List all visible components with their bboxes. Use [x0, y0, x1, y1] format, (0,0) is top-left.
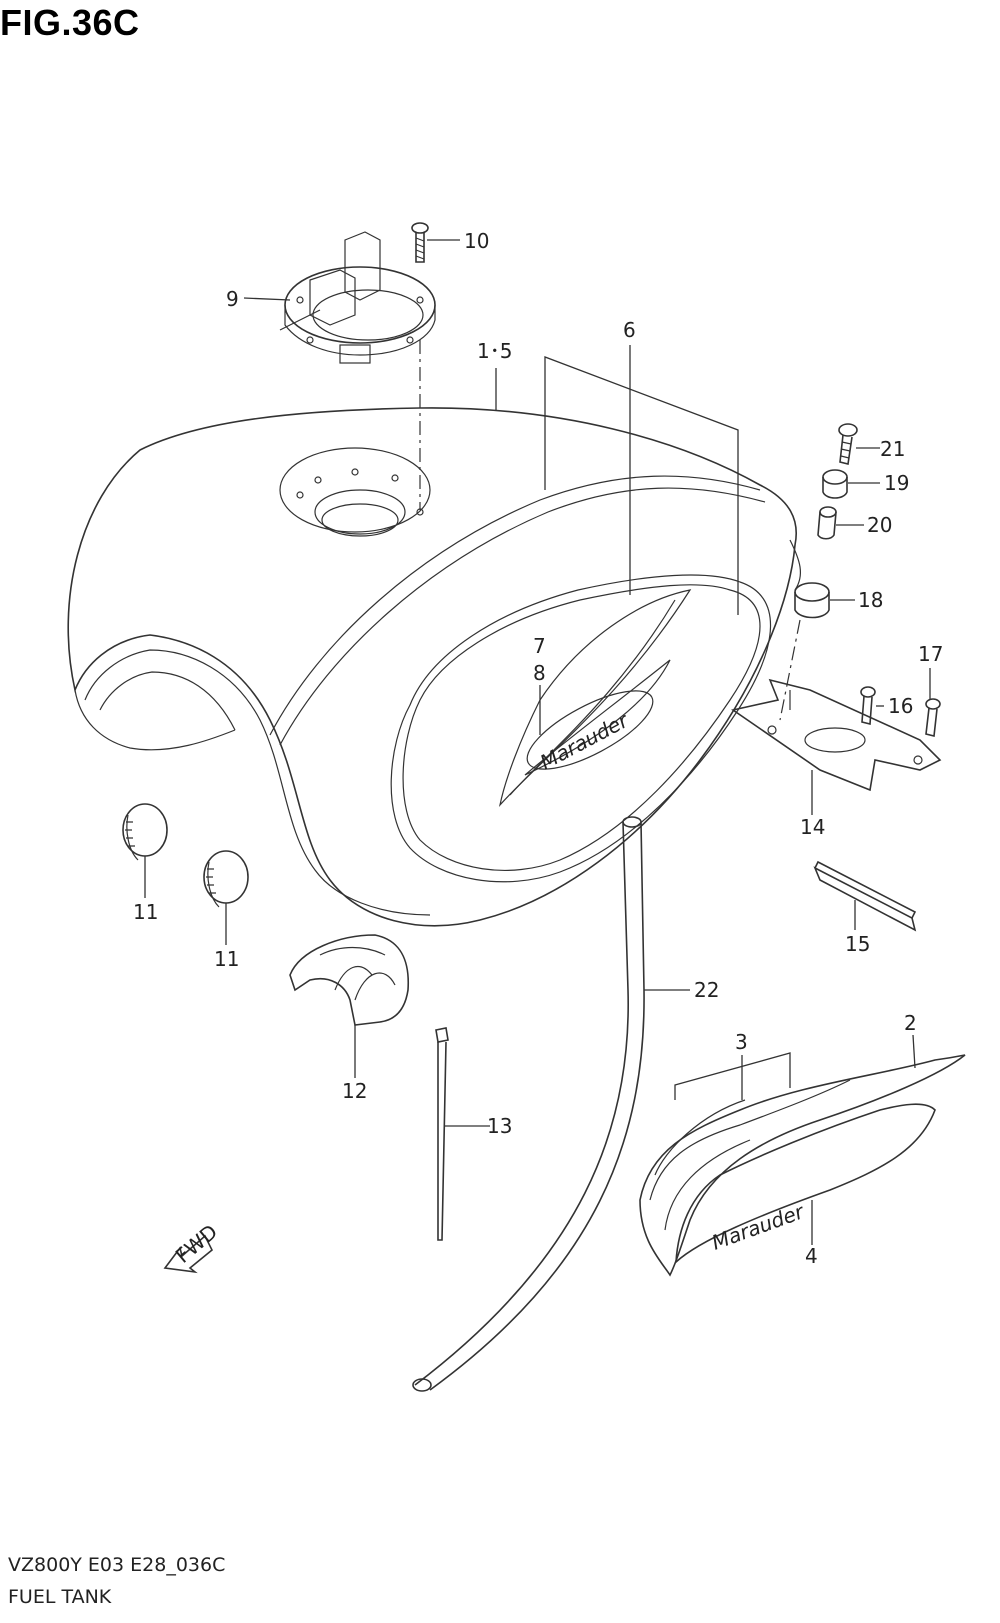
label-part-8: 8 — [533, 661, 546, 685]
section-name: FUEL TANK — [8, 1586, 112, 1608]
label-part-16: 16 — [888, 694, 913, 718]
fuel-cap — [279, 231, 436, 364]
cap-screw — [411, 222, 429, 263]
label-part-13: 13 — [487, 1114, 512, 1138]
rubber-cushion-strip — [813, 860, 917, 932]
label-part-14: 14 — [800, 815, 825, 839]
label-part-1-5: 1･5 — [477, 339, 512, 363]
label-part-18: 18 — [858, 588, 883, 612]
decal-set: Marauder — [639, 1054, 966, 1277]
label-part-3: 3 — [735, 1030, 748, 1054]
leader-lines — [144, 239, 931, 1245]
plug-cap-2 — [203, 850, 249, 908]
figure-title: FIG.36C — [0, 2, 140, 43]
label-part-11b: 11 — [214, 947, 239, 971]
forward-arrow: FWD — [163, 1219, 222, 1274]
cushion — [794, 582, 830, 619]
label-part-20: 20 — [867, 513, 892, 537]
bolt — [838, 423, 858, 465]
bracket — [731, 678, 942, 792]
label-part-12: 12 — [342, 1079, 367, 1103]
label-part-6: 6 — [623, 318, 636, 342]
fuel-tank — [67, 407, 802, 927]
tank-emblem: Marauder — [498, 589, 692, 808]
label-part-11a: 11 — [133, 900, 158, 924]
diagram-code: VZ800Y E03 E28_036C — [8, 1554, 226, 1576]
cable-tie — [435, 1027, 449, 1241]
label-part-15: 15 — [845, 932, 870, 956]
forward-arrow-text: FWD — [171, 1219, 222, 1267]
bolt-17 — [925, 698, 941, 737]
decal-text: Marauder — [709, 1199, 809, 1255]
label-part-21: 21 — [880, 437, 905, 461]
label-part-22: 22 — [694, 978, 719, 1002]
rubber-grommet — [289, 934, 410, 1026]
drain-hose — [412, 816, 645, 1392]
label-part-2: 2 — [904, 1011, 917, 1035]
plug-cap-1 — [122, 803, 168, 861]
collar — [822, 469, 848, 499]
label-part-7: 7 — [533, 634, 546, 658]
spacer — [817, 506, 837, 540]
label-part-10: 10 — [464, 229, 489, 253]
label-part-17: 17 — [918, 642, 943, 666]
bolt-16 — [860, 686, 876, 726]
label-part-4: 4 — [805, 1244, 818, 1268]
label-part-19: 19 — [884, 471, 909, 495]
label-part-9: 9 — [226, 287, 239, 311]
